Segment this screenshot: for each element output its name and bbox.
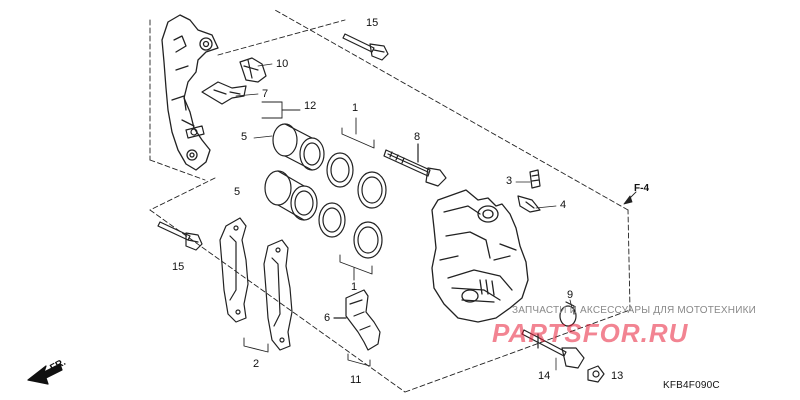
pad-retainer-6 xyxy=(333,289,381,351)
reference-f4[interactable]: F-4 xyxy=(634,183,649,194)
callout-15-lower[interactable]: 15 xyxy=(172,261,185,273)
f4-leader xyxy=(623,191,637,205)
bolt-15-upper xyxy=(342,33,389,61)
brake-pad-2-left xyxy=(219,217,249,323)
caliper-bracket xyxy=(161,14,219,171)
callout-bracket-12 xyxy=(261,101,301,119)
callout-1-upper[interactable]: 1 xyxy=(352,102,359,114)
caliper-body xyxy=(431,189,529,323)
callout-10[interactable]: 10 xyxy=(276,58,289,70)
seal-9 xyxy=(559,301,577,327)
watermark-logo: PARTSFOR.RU xyxy=(492,318,689,348)
callout-bracket-2 xyxy=(243,337,269,353)
callout-3[interactable]: 3 xyxy=(506,175,513,187)
callout-8[interactable]: 8 xyxy=(414,131,421,143)
callout-7[interactable]: 7 xyxy=(262,88,269,100)
callout-12[interactable]: 12 xyxy=(304,100,317,112)
callout-15-upper[interactable]: 15 xyxy=(366,17,379,29)
slide-pin xyxy=(185,125,205,139)
pin-bolt-8 xyxy=(383,143,447,187)
callout-9[interactable]: 9 xyxy=(567,289,574,301)
diagram-code: KFB4F090C xyxy=(663,380,720,391)
callout-14[interactable]: 14 xyxy=(538,370,551,382)
seal-set-1-lower xyxy=(318,202,383,259)
piston-5-lower xyxy=(264,170,318,221)
callout-1-lower[interactable]: 1 xyxy=(351,281,358,293)
nut-13 xyxy=(587,365,605,383)
seal-set-1-upper xyxy=(326,152,387,209)
brake-pad-2-right xyxy=(263,239,293,351)
pad-spring-7 xyxy=(201,81,247,105)
pad-shim-11 xyxy=(347,353,371,367)
bolt-14 xyxy=(521,329,585,369)
bleeder-screw-3 xyxy=(529,169,541,189)
callout-2[interactable]: 2 xyxy=(253,358,260,370)
callout-5-lower[interactable]: 5 xyxy=(234,186,241,198)
leader-lines xyxy=(235,63,573,371)
watermark-tagline: ЗАПЧАСТИ И АКСЕССУАРЫ ДЛЯ МОТОТЕХНИКИ xyxy=(512,305,757,316)
callout-6[interactable]: 6 xyxy=(324,312,331,324)
callout-bracket-1 xyxy=(339,117,375,281)
callout-11[interactable]: 11 xyxy=(350,374,362,386)
bleeder-cap-4 xyxy=(517,195,541,213)
callout-13[interactable]: 13 xyxy=(611,370,624,382)
boot-10 xyxy=(239,57,267,83)
callout-4[interactable]: 4 xyxy=(560,199,567,211)
callout-5-upper[interactable]: 5 xyxy=(241,131,248,143)
piston-5-upper xyxy=(272,123,325,171)
bolt-15-lower xyxy=(157,221,203,251)
front-arrow xyxy=(27,363,63,385)
